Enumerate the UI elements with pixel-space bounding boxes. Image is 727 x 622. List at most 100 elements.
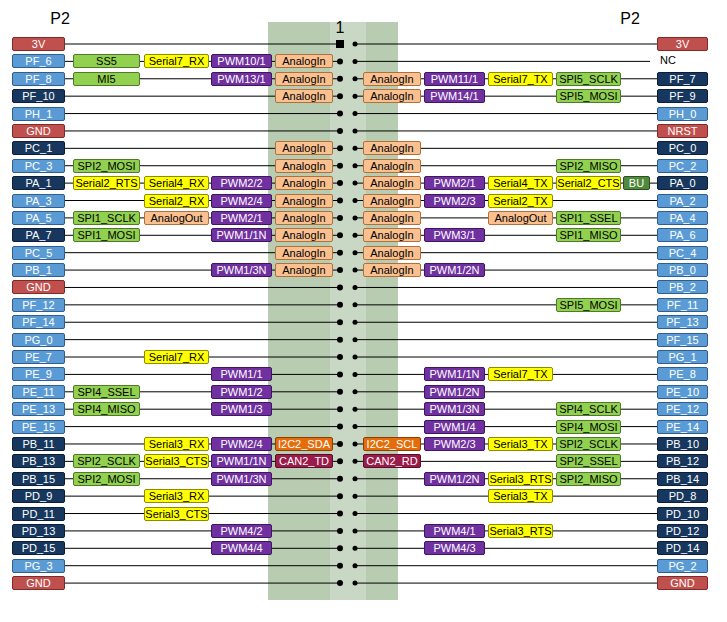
button-signal: BU xyxy=(623,176,650,190)
header-label: P2 xyxy=(610,10,650,28)
analog-signal: AnalogIn xyxy=(275,228,333,242)
header-pin xyxy=(337,111,343,117)
header-pin xyxy=(353,42,358,47)
pin-wire xyxy=(65,530,340,531)
pin-name: PB_0 xyxy=(657,263,708,277)
pin-name: PG_3 xyxy=(12,559,65,573)
header-pin xyxy=(353,250,358,255)
pin-name: PE_10 xyxy=(657,385,708,399)
header-pin xyxy=(353,337,358,342)
serial-signal: Serial4_TX xyxy=(488,176,553,190)
header-label: 1 xyxy=(325,19,355,37)
pwm-signal: PWM4/4 xyxy=(211,541,272,555)
header-pin xyxy=(337,563,343,569)
pin-wire xyxy=(355,583,657,584)
pwm-signal: PWM4/3 xyxy=(424,541,485,555)
spi-signal: SPI1_MISO xyxy=(556,228,621,242)
pin-name: PD_10 xyxy=(657,507,708,521)
pin-name: PA_5 xyxy=(12,211,65,225)
header-pin xyxy=(353,459,358,464)
header-pin xyxy=(353,268,358,273)
serial-signal: Serial3_RX xyxy=(144,489,209,503)
header-pin xyxy=(353,198,358,203)
header-pin xyxy=(353,407,358,412)
header-pin xyxy=(353,528,358,533)
pin-name: PF_11 xyxy=(657,298,708,312)
pin-name: PD_12 xyxy=(657,524,708,538)
serial-signal: Serial7_TX xyxy=(488,72,553,86)
pwm-signal: PWM2/4 xyxy=(211,194,272,208)
header-pin xyxy=(353,128,358,133)
analog-signal: AnalogIn xyxy=(363,194,421,208)
pin-name: PC_5 xyxy=(12,246,65,260)
pin-wire xyxy=(355,391,657,392)
pin-name: PF_7 xyxy=(657,72,708,86)
pin-name: PB_13 xyxy=(12,454,65,468)
pin-name: PF_13 xyxy=(657,315,708,329)
pin-name: PH_0 xyxy=(657,107,708,121)
header-pin xyxy=(337,93,343,99)
pin-wires xyxy=(65,40,657,586)
pin-wire xyxy=(65,374,340,375)
header-pin xyxy=(337,389,343,395)
pwm-signal: PWM1/2N xyxy=(424,472,485,486)
pwm-signal: PWM1/3N xyxy=(211,472,272,486)
pin-name: PD_11 xyxy=(12,507,65,521)
pin-name: PG_1 xyxy=(657,350,708,364)
pin-name: PC_4 xyxy=(657,246,708,260)
pwm-signal: PWM2/3 xyxy=(424,437,485,451)
pin-name: PD_8 xyxy=(657,489,708,503)
header-pin xyxy=(337,215,343,221)
header-pin xyxy=(353,59,358,64)
header-pin xyxy=(337,493,343,499)
header-pin xyxy=(337,337,343,343)
spi-signal: SPI2_MOSI xyxy=(73,472,140,486)
pin-name: PC_3 xyxy=(12,159,65,173)
pin-name: PB_2 xyxy=(657,280,708,294)
header-pin xyxy=(337,232,343,238)
pin-wire xyxy=(355,322,657,323)
spi-signal: SPI2_SCLK xyxy=(556,437,621,451)
analog-signal: AnalogIn xyxy=(275,176,333,190)
pin-name: PE_11 xyxy=(12,385,65,399)
pin-wire xyxy=(355,130,657,131)
spi-signal: SPI2_SCLK xyxy=(73,454,140,468)
pin-name: PE_7 xyxy=(12,350,65,364)
analog-signal: AnalogIn xyxy=(275,194,333,208)
pin-name: PB_14 xyxy=(657,472,708,486)
header-pin xyxy=(337,267,343,273)
spi-signal: SPI4_SCLK xyxy=(556,402,621,416)
pin-name: PB_11 xyxy=(12,437,65,451)
pin-wire xyxy=(65,426,340,427)
pin-name: PF_6 xyxy=(12,54,65,68)
pin-wire xyxy=(65,44,340,45)
analog-signal: AnalogIn xyxy=(363,141,421,155)
pwm-signal: PWM4/1 xyxy=(424,524,485,538)
pin-name: PA_3 xyxy=(12,194,65,208)
header-pin xyxy=(353,563,358,568)
header-pin xyxy=(337,511,343,517)
analog-signal: AnalogIn xyxy=(275,211,333,225)
header-pin xyxy=(337,371,343,377)
power-pin: GND xyxy=(12,576,65,590)
pin-name: PE_15 xyxy=(12,420,65,434)
header-pin xyxy=(337,284,343,290)
header-pin xyxy=(337,250,343,256)
pin-name: PA_4 xyxy=(657,211,708,225)
analog-signal: AnalogIn xyxy=(363,176,421,190)
analog-signal: AnalogIn xyxy=(363,263,421,277)
pin-name: PF_14 xyxy=(12,315,65,329)
pin-wire xyxy=(355,513,657,514)
header-pin xyxy=(353,76,358,81)
serial-signal: Serial7_RX xyxy=(144,350,209,364)
pin-wire xyxy=(65,583,340,584)
serial-signal: Serial3_CTS xyxy=(144,507,209,521)
header-pin xyxy=(337,163,343,169)
header-pin xyxy=(337,424,343,430)
pwm-signal: PWM2/1 xyxy=(211,211,272,225)
pin-wire xyxy=(355,287,657,288)
spi-signal: SPI1_MOSI xyxy=(73,228,140,242)
serial-signal: Serial7_RX xyxy=(144,54,209,68)
analog-signal: AnalogIn xyxy=(363,246,421,260)
